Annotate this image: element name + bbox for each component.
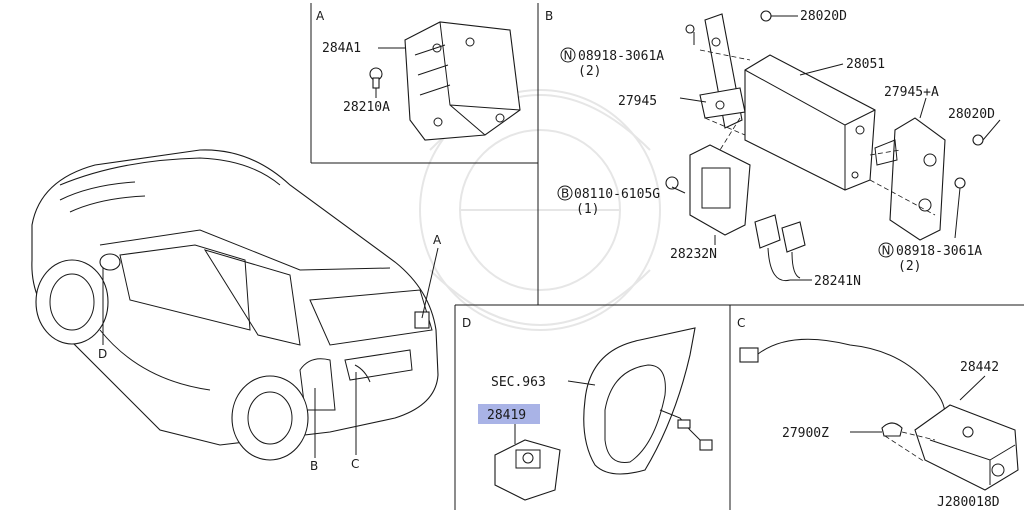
- vehicle-callouts: [102, 247, 439, 458]
- control-unit-28051: [744, 54, 876, 191]
- diagram-id: J280018D: [937, 495, 1000, 510]
- section-frames: [310, 3, 1024, 510]
- fasteners-b: [665, 10, 984, 190]
- bracket-27945: [699, 13, 746, 129]
- part-label-28020d-top: 28020D: [800, 9, 847, 24]
- part-label-28210a: 28210A: [343, 100, 390, 115]
- part-label-284a1: 284A1: [322, 41, 361, 56]
- highlight-box-28419: [478, 404, 540, 424]
- door-mirror: [583, 327, 713, 475]
- part-label-08110: 08110-6105G: [574, 187, 660, 202]
- n-symbol-top: N: [560, 47, 576, 63]
- part-label-28419: 28419: [487, 408, 526, 423]
- bracket-284a1: [404, 21, 521, 141]
- watermark: [419, 89, 661, 331]
- car-callout-c: C: [351, 457, 359, 471]
- section-label-a: A: [316, 9, 325, 23]
- leader-lines-b: [671, 15, 1001, 281]
- part-label-08918-top: 08918-3061A: [578, 49, 664, 64]
- harness-28241n: [754, 214, 806, 282]
- b-symbol: B: [557, 185, 573, 201]
- camera-harness-c: [739, 338, 1019, 491]
- sec-label-963: SEC.963: [491, 375, 546, 390]
- part-qty-08918-top: (2): [578, 64, 601, 79]
- vehicle-illustration: [31, 149, 439, 461]
- camera-28419: [494, 439, 561, 501]
- part-qty-08918-bottom: (2): [898, 259, 921, 274]
- part-label-27900z: 27900Z: [782, 426, 829, 441]
- section-label-c: C: [737, 316, 745, 330]
- module-28232n: [689, 144, 751, 236]
- bolt-28210a: [369, 67, 383, 89]
- part-label-28241n: 28241N: [814, 274, 861, 289]
- part-label-27945-a: 27945+A: [884, 85, 939, 100]
- part-label-28020d-right: 28020D: [948, 107, 995, 122]
- part-label-28232n: 28232N: [670, 247, 717, 262]
- svg-text:N: N: [882, 244, 891, 258]
- car-callout-a: A: [433, 233, 442, 247]
- n-symbol-bottom: N: [878, 242, 894, 258]
- part-label-28442: 28442: [960, 360, 999, 375]
- car-callout-d: D: [98, 347, 107, 361]
- car-callout-b: B: [310, 459, 318, 473]
- part-label-27945: 27945: [618, 94, 657, 109]
- part-qty-08110: (1): [576, 202, 599, 217]
- part-label-08918-bottom: 08918-3061A: [896, 244, 982, 259]
- svg-text:N: N: [564, 49, 573, 63]
- bracket-27945-a: [874, 117, 946, 241]
- svg-text:B: B: [561, 187, 569, 201]
- section-label-d: D: [462, 316, 471, 330]
- part-label-28051: 28051: [846, 57, 885, 72]
- section-label-b: B: [545, 9, 553, 23]
